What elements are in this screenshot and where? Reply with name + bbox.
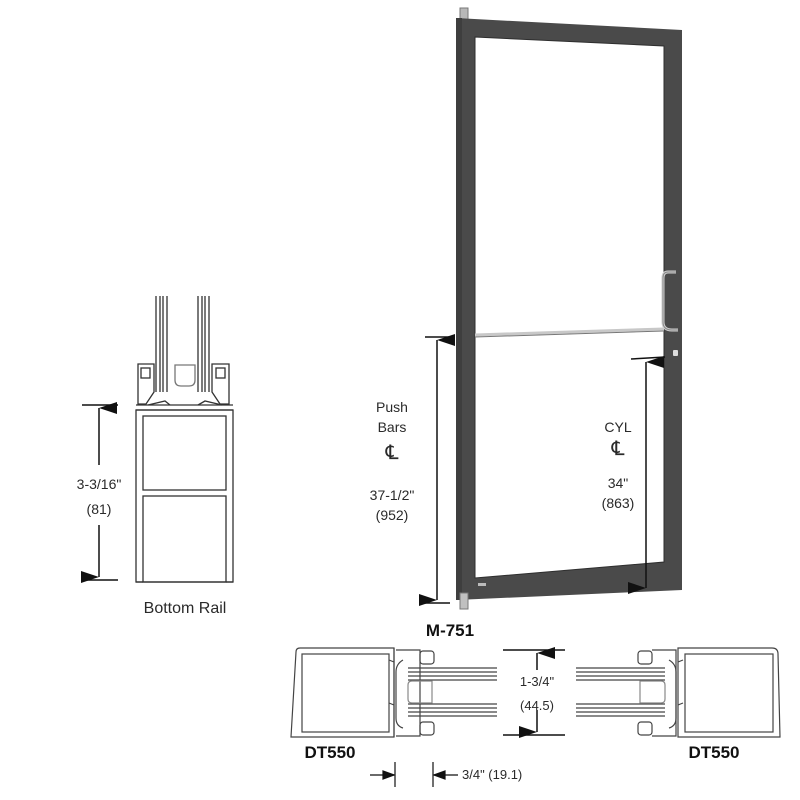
cylinder-dimension: [628, 356, 666, 594]
plan-section: [290, 647, 781, 738]
bottom-pivot-icon: [459, 592, 469, 610]
cylinder-label: CYL: [604, 419, 632, 435]
left-jamb-label: DT550: [304, 743, 356, 762]
right-jamb-label: DT550: [688, 743, 740, 762]
push-bars-centerline-icon: ℄: [385, 442, 399, 464]
bottom-rail-dimension-in: 3-3/16": [76, 476, 122, 492]
push-bars-label-line1: Push: [376, 399, 408, 415]
thickness-dimension-in: 1-3/4": [519, 674, 555, 689]
bottom-rail-caption: Bottom Rail: [143, 600, 227, 617]
push-bars-label-line2: Bars: [377, 419, 407, 435]
bottom-rail-dimension-mm: (81): [86, 501, 112, 517]
offset-dimension: [370, 762, 458, 787]
push-bar: [474, 327, 665, 337]
cylinder-lock-icon: [673, 350, 678, 356]
thickness-dimension: [503, 647, 565, 738]
push-bars-dimension-mm: (952): [375, 507, 409, 523]
bottom-rail-dimension: [81, 402, 118, 583]
door-elevation: [456, 7, 682, 610]
offset-dimension-label: 3/4" (19.1): [462, 767, 523, 782]
push-bars-dimension-in: 37-1/2": [369, 487, 415, 503]
cylinder-dimension-in: 34": [607, 475, 629, 491]
door-model-label: M-751: [425, 621, 475, 640]
door-glass: [474, 36, 665, 579]
thickness-dimension-mm: (44.5): [520, 698, 554, 713]
bottom-rail-section: [135, 296, 234, 583]
cylinder-centerline-icon: ℄: [611, 438, 625, 460]
cylinder-dimension-mm: (863): [601, 495, 635, 511]
push-bar-dimension: [419, 334, 455, 606]
